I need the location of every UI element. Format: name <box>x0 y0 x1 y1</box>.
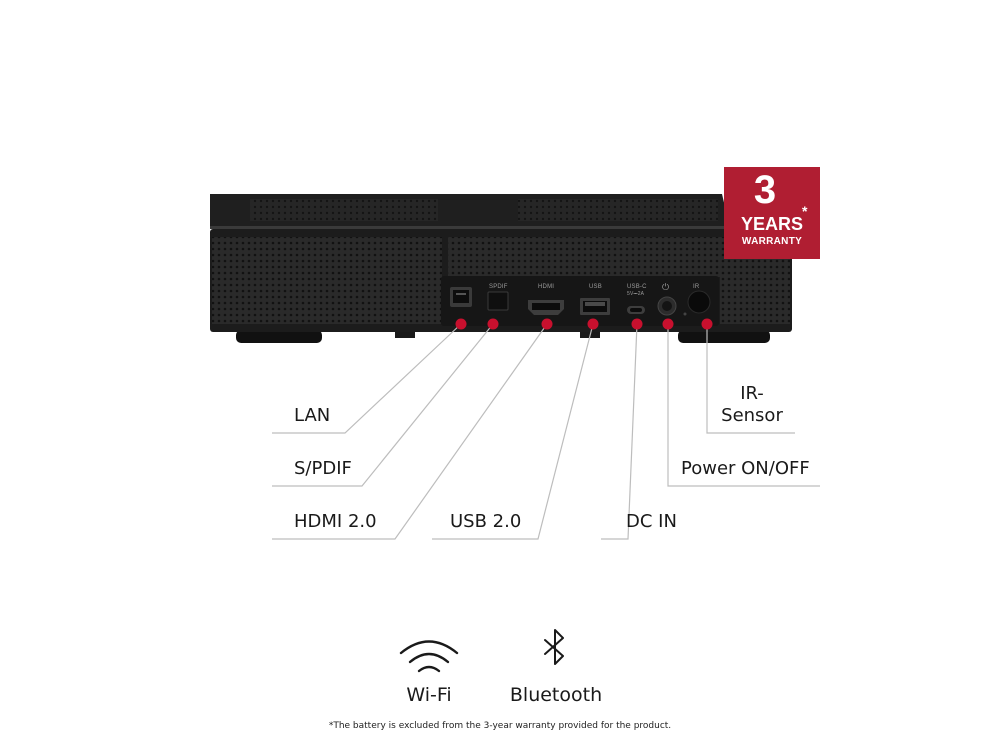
port-print-power-symbol: ⏻ <box>662 282 670 292</box>
label-usb: USB 2.0 <box>450 511 522 532</box>
callout-line-hdmi <box>272 323 548 540</box>
warranty-number: 3 <box>753 168 777 212</box>
callout-line-power <box>667 324 820 487</box>
callout-dots <box>455 318 713 330</box>
port-print-spdif: SPDIF <box>489 284 508 290</box>
callout-dot-ir <box>701 318 713 330</box>
label-spdif: S/PDIF <box>294 458 352 479</box>
warranty-badge <box>724 167 820 259</box>
callout-line-usb <box>432 323 594 540</box>
label-ir-line1: IR- <box>740 383 764 404</box>
usb-port <box>580 298 610 315</box>
spdif-port <box>487 291 509 311</box>
hdmi-port <box>528 300 564 315</box>
lan-port <box>450 287 472 307</box>
port-print-hdmi: HDMI <box>538 284 555 290</box>
usbc-port <box>627 306 645 314</box>
wifi-icon <box>399 640 459 673</box>
callout-dot-dcin <box>631 318 643 330</box>
port-print-usbc: USB-C <box>627 284 647 290</box>
label-dc-in: DC IN <box>626 511 677 532</box>
warranty-label: WARRANTY <box>741 236 803 247</box>
power-port <box>657 296 677 316</box>
bluetooth-label: Bluetooth <box>509 684 603 706</box>
callout-line-ir <box>706 324 795 434</box>
warranty-years: YEARS <box>740 214 803 234</box>
port-print-ir: IR <box>693 284 700 290</box>
callout-dot-power <box>662 318 674 330</box>
device-foot-right <box>678 330 770 343</box>
callout-line-lan <box>272 323 462 434</box>
callout-line-dcin <box>601 323 638 540</box>
label-hdmi: HDMI 2.0 <box>294 511 377 532</box>
warranty-footnote: *The battery is excluded from the 3-year… <box>328 721 672 731</box>
wifi-label: Wi-Fi <box>406 684 452 706</box>
callout-line-spdif <box>272 323 494 487</box>
label-ir-line2: Sensor <box>721 405 783 426</box>
ir-port <box>683 290 711 316</box>
callout-dot-hdmi <box>541 318 553 330</box>
speaker-grille-left <box>212 237 442 324</box>
port-print-usbc-rating: 5V⎓2A <box>627 291 645 297</box>
warranty-asterisk: * <box>802 203 808 219</box>
port-print-usb: USB <box>589 284 602 290</box>
callout-dot-lan <box>455 318 467 330</box>
callout-dot-usb <box>587 318 599 330</box>
device-foot-left <box>236 330 322 343</box>
label-lan: LAN <box>294 405 331 426</box>
label-power: Power ON/OFF <box>681 458 810 479</box>
bluetooth-icon <box>544 629 564 665</box>
callout-dot-spdif <box>487 318 499 330</box>
callout-lines <box>272 323 820 540</box>
